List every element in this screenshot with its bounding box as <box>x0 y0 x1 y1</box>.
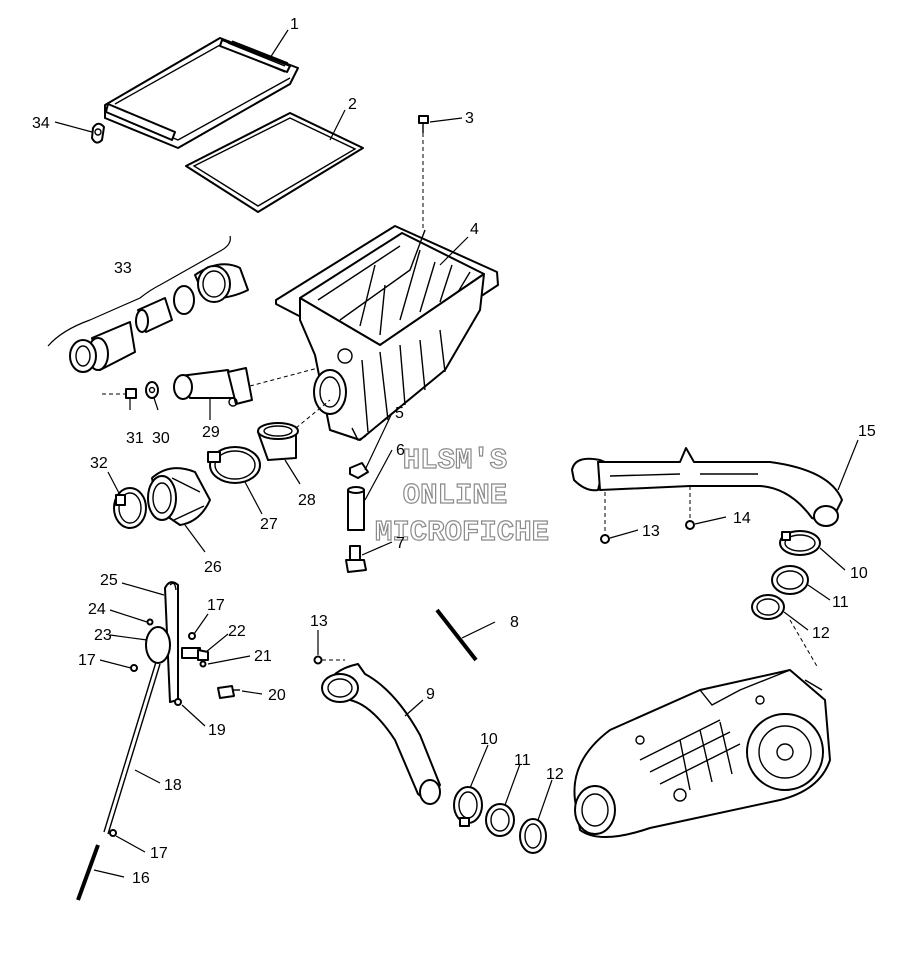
part-seal-12-upper <box>751 594 785 620</box>
callout-27: 27 <box>260 516 278 533</box>
part-sleeve-28 <box>257 399 331 461</box>
callout-13-lower: 13 <box>310 613 328 630</box>
part-clamp-10-upper <box>779 530 821 556</box>
callout-numbers: 1 2 3 4 5 6 7 8 9 10 10 11 11 12 12 13 1… <box>32 16 876 887</box>
callout-26: 26 <box>204 559 222 576</box>
part-screw-31 <box>102 388 137 399</box>
callout-12-upper: 12 <box>812 625 830 642</box>
callout-7: 7 <box>396 535 405 552</box>
callout-5: 5 <box>395 405 404 422</box>
callout-17-bottom: 17 <box>150 845 168 862</box>
callout-9: 9 <box>426 686 435 703</box>
callout-11-upper: 11 <box>832 594 849 611</box>
leader-lines <box>54 29 859 878</box>
part-nut-5 <box>349 462 369 479</box>
callout-21: 21 <box>254 648 272 665</box>
callout-34: 34 <box>32 115 50 132</box>
callout-14: 14 <box>733 510 751 527</box>
callout-20: 20 <box>268 687 286 704</box>
guide-line <box>789 619 819 669</box>
part-intake-tube-29 <box>173 367 319 407</box>
callout-4: 4 <box>470 221 479 238</box>
part-screw-3 <box>418 115 429 228</box>
part-clip <box>91 122 105 144</box>
callout-25: 25 <box>100 572 118 589</box>
callout-33: 33 <box>114 260 132 277</box>
callout-19: 19 <box>208 722 226 739</box>
callout-2: 2 <box>348 96 357 113</box>
part-seal-12-lower <box>519 818 547 854</box>
callout-8: 8 <box>510 614 519 631</box>
part-bolt-20 <box>217 685 240 699</box>
callout-17-top: 17 <box>207 597 225 614</box>
callout-23: 23 <box>94 627 112 644</box>
callout-3: 3 <box>465 110 474 127</box>
part-drain-plug-7 <box>345 545 367 573</box>
watermark-line-1: HLSM'S <box>403 444 507 477</box>
watermark-line-3: MICROFICHE <box>375 516 549 549</box>
part-outlet-duct-15 <box>571 447 843 535</box>
watermark-line-2: ONLINE <box>403 479 507 512</box>
part-fastener-14 <box>685 520 695 530</box>
part-ring-11-lower <box>485 803 515 837</box>
small-washers <box>109 618 207 837</box>
callout-15: 15 <box>858 423 876 440</box>
part-intake-boot-26 <box>147 467 211 526</box>
part-hose-6 <box>347 486 365 531</box>
callout-10-lower: 10 <box>480 731 498 748</box>
part-intake-duct-9 <box>321 663 441 805</box>
part-air-box <box>275 225 499 441</box>
part-clamp-27 <box>207 446 261 484</box>
part-air-box-cover <box>104 37 299 149</box>
callout-28: 28 <box>298 492 316 509</box>
part-throttle-linkage <box>103 581 209 835</box>
callout-13-upper: 13 <box>642 523 660 540</box>
callout-18: 18 <box>164 777 182 794</box>
part-clamp-10-lower <box>453 786 483 827</box>
callout-11-lower: 11 <box>514 752 531 769</box>
part-filter-element <box>185 112 364 213</box>
part-washer-30 <box>145 381 159 399</box>
callout-30: 30 <box>152 430 170 447</box>
callout-29: 29 <box>202 424 220 441</box>
watermark: HLSM'S ONLINE MICROFICHE <box>374 443 549 549</box>
part-strap-8 <box>435 608 478 662</box>
part-clamp-32 <box>113 487 147 529</box>
callout-17-left: 17 <box>78 652 96 669</box>
callout-12-lower: 12 <box>546 766 564 783</box>
callout-24: 24 <box>88 601 106 618</box>
part-kit-33 <box>47 235 249 373</box>
callout-10-upper: 10 <box>850 565 868 582</box>
callout-16: 16 <box>132 870 150 887</box>
callout-6: 6 <box>396 442 405 459</box>
part-clutch-cover <box>573 669 831 839</box>
callout-32: 32 <box>90 455 108 472</box>
callout-1: 1 <box>290 16 299 33</box>
part-ring-11-upper <box>771 565 809 595</box>
callout-31: 31 <box>126 430 144 447</box>
callout-22: 22 <box>228 623 246 640</box>
part-fastener-13 <box>600 534 610 544</box>
part-fastener-13-lower <box>313 655 345 665</box>
part-rubber-boot-16 <box>76 844 100 901</box>
